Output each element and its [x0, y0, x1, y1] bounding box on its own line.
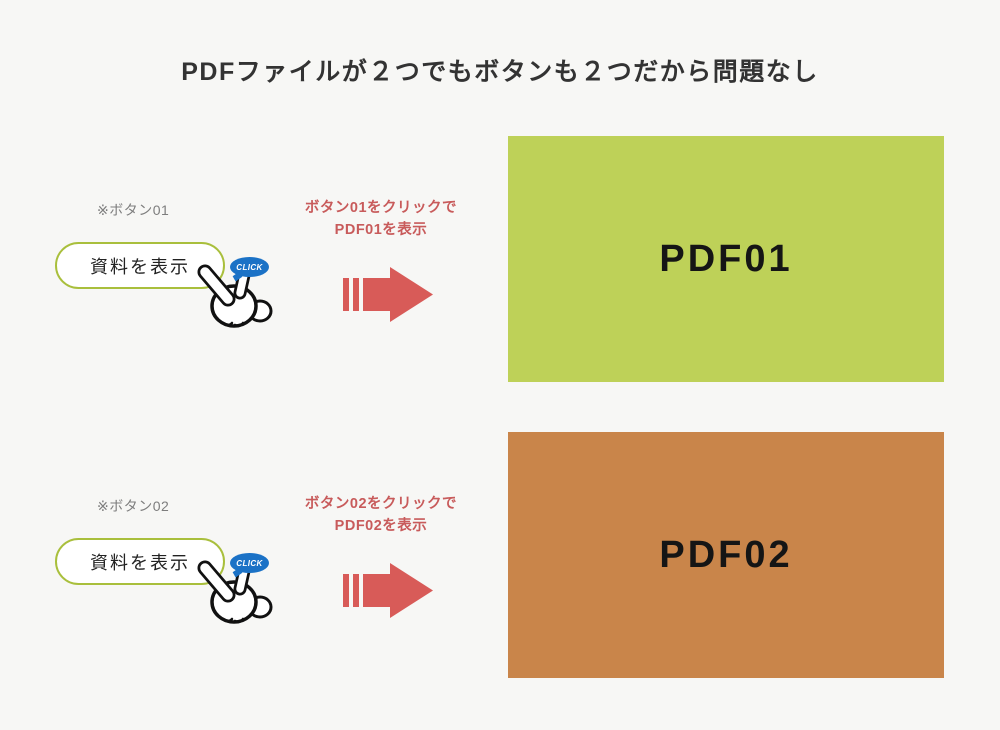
pdf01-preview-label: PDF01	[659, 237, 793, 280]
arrow-right-icon	[343, 563, 433, 618]
pdf02-preview: PDF02	[508, 432, 944, 678]
pointer-hand-icon	[197, 264, 273, 328]
pointer-hand-icon	[197, 560, 273, 624]
click-instruction-01-line1: ボタン01をクリックで	[304, 200, 458, 216]
click-badge-label: CLICK	[236, 558, 263, 568]
row-pdf01: ※ボタン01 資料を表示 CLICK ボタン01をクリックで PDF01を表示	[0, 136, 1000, 396]
button02-note: ※ボタン02	[97, 498, 170, 514]
button01-note: ※ボタン01	[97, 202, 170, 218]
click-instruction-02: ボタン02をクリックで PDF02を表示	[290, 493, 472, 537]
click-instruction-01: ボタン01をクリックで PDF01を表示	[290, 197, 472, 241]
click-instruction-01-line2: PDF01を表示	[334, 222, 428, 238]
pointer-hand-icon	[194, 260, 278, 334]
arrow-right-icon	[343, 267, 433, 322]
pointer-hand-icon	[194, 556, 278, 630]
show-material-button-01-label: 資料を表示	[90, 256, 190, 277]
row-pdf02: ※ボタン02 資料を表示 CLICK ボタン02をクリックで PDF02を表示	[0, 432, 1000, 692]
show-material-button-02[interactable]: 資料を表示	[55, 538, 225, 585]
arrow-right-icon	[343, 563, 433, 618]
page-title: PDFファイルが２つでもボタンも２つだから問題なし	[181, 58, 819, 86]
click-badge: CLICK	[230, 257, 269, 282]
show-material-button-01[interactable]: 資料を表示	[55, 242, 225, 289]
click-instruction-02-line1: ボタン02をクリックで	[304, 496, 458, 512]
pdf02-preview-label: PDF02	[659, 533, 793, 576]
click-badge: CLICK	[230, 553, 269, 578]
pdf01-preview: PDF01	[508, 136, 944, 382]
click-instruction-02-line2: PDF02を表示	[334, 518, 428, 534]
arrow-right-icon	[343, 267, 433, 322]
click-badge-label: CLICK	[236, 262, 263, 272]
show-material-button-02-label: 資料を表示	[90, 552, 190, 573]
